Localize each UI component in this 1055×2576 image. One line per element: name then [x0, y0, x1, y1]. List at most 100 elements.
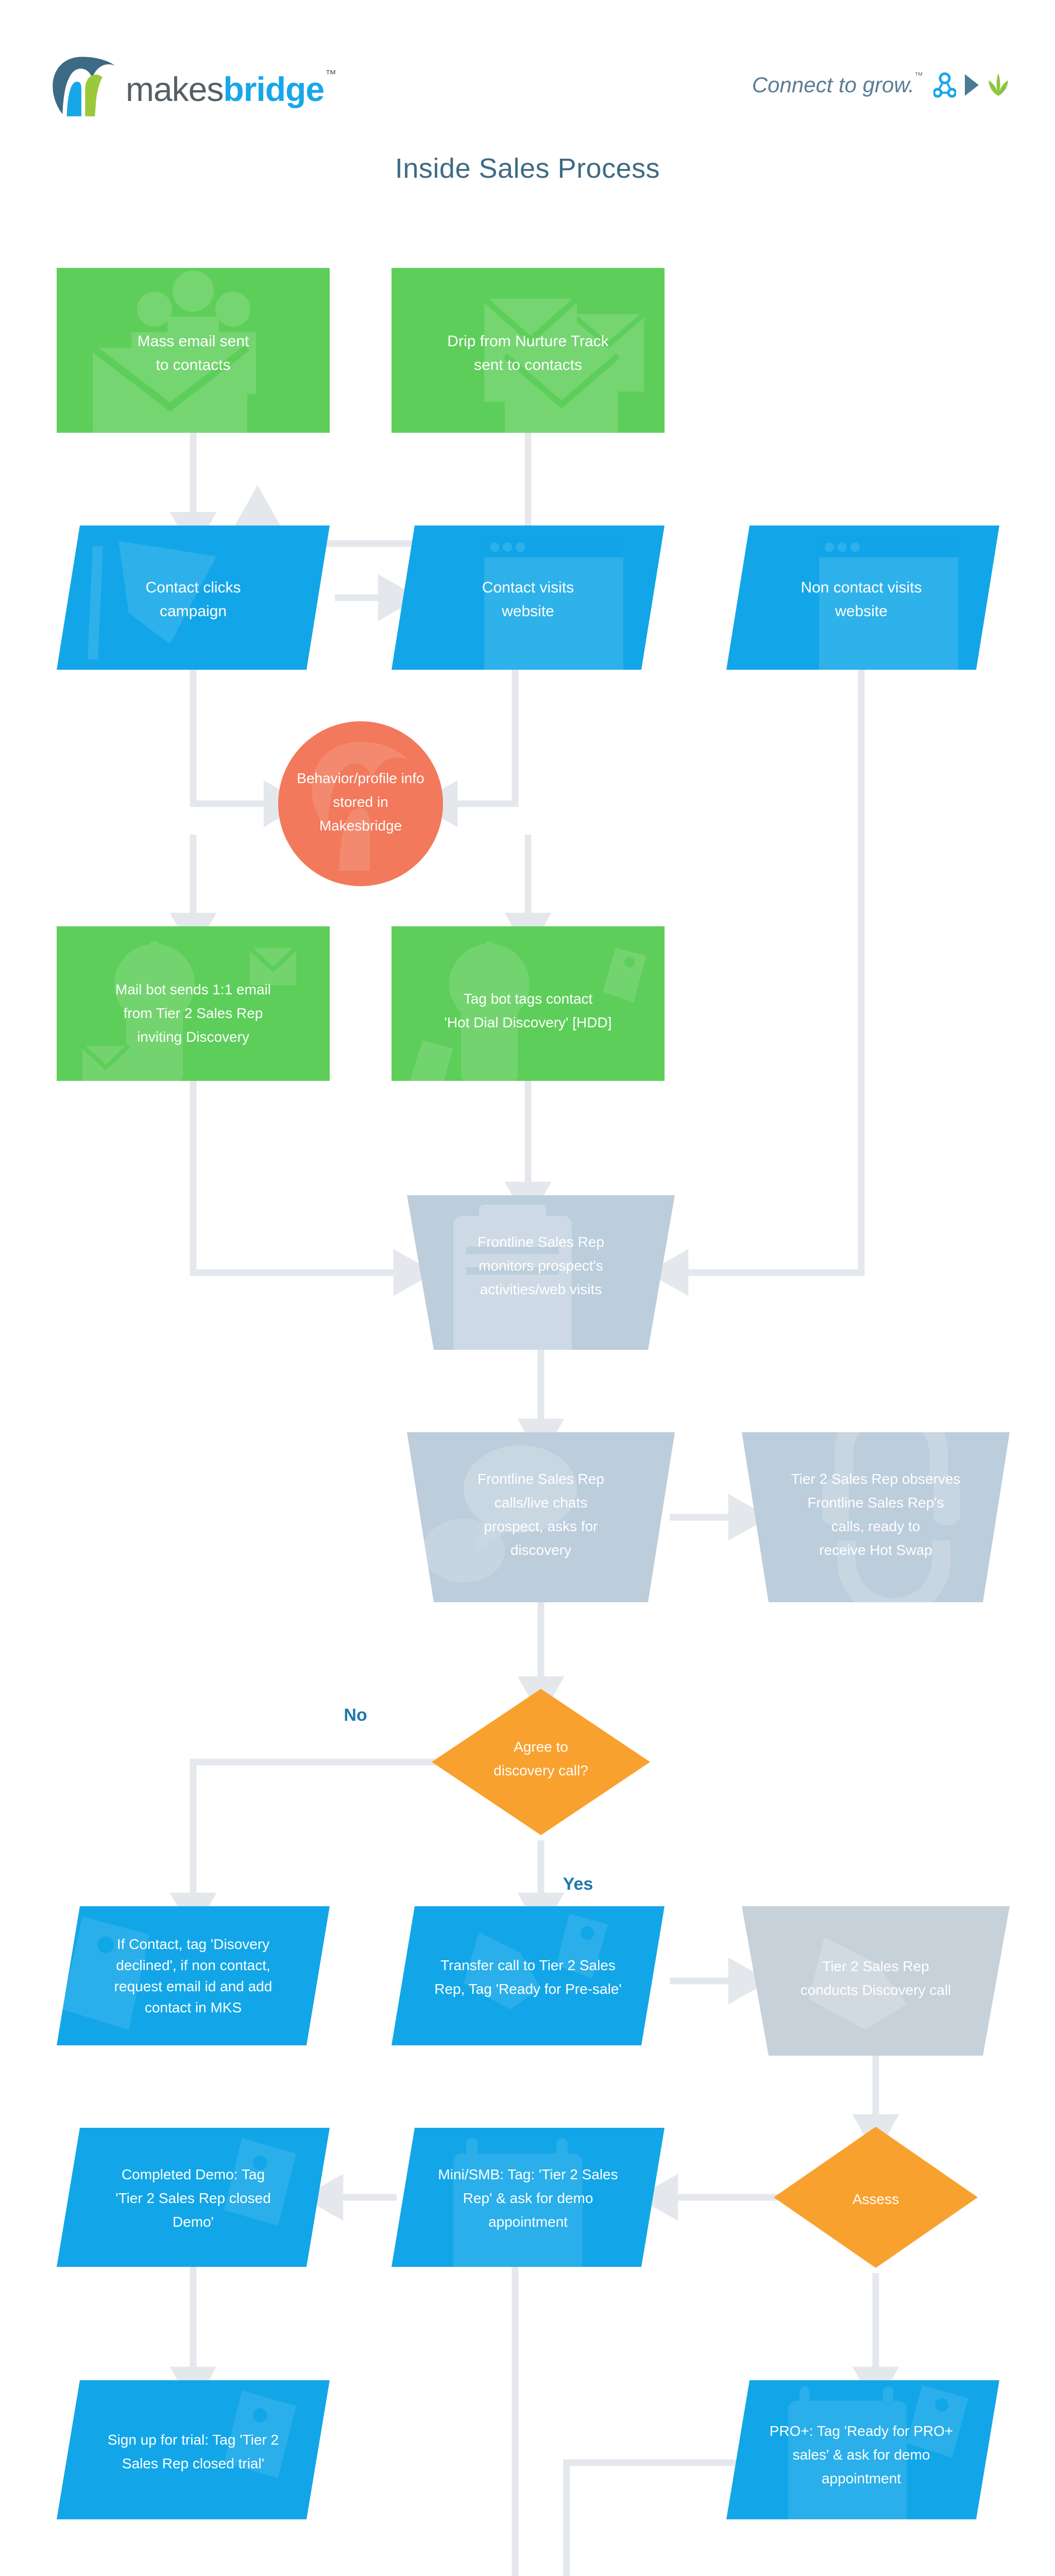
node-text-line: campaign: [160, 603, 227, 620]
brand-trademark: ™: [325, 67, 336, 80]
node-text-line: discovery call?: [494, 1762, 588, 1778]
node-text-line: appointment: [822, 2470, 901, 2486]
node-frontline-monitor[interactable]: Frontline Sales Rep monitors prospect's …: [407, 1195, 675, 1365]
node-text-line: discovery: [511, 1542, 571, 1558]
node-behavior-store-1[interactable]: Behavior/profile info stored in Makesbri…: [278, 721, 443, 886]
brand-makes: makes: [126, 70, 224, 108]
node-text-line: Drip from Nurture Track: [447, 333, 609, 350]
node-text-line: Frontline Sales Rep's: [807, 1495, 944, 1511]
node-text-line: Frontline Sales Rep: [478, 1471, 604, 1487]
node-signup-trial[interactable]: Sign up for trial: Tag 'Tier 2 Sales Rep…: [57, 2380, 330, 2519]
node-text-line: Rep, Tag 'Ready for Pre-sale': [434, 1981, 621, 1997]
branch-label-agree-no: No: [344, 1705, 367, 1725]
page-header: makesbridge™ Connect to grow.™: [0, 0, 1055, 184]
robot-tag-icon: [410, 941, 646, 1081]
brand-bridge: bridge: [223, 70, 325, 108]
connector-proplus-to-date-time: [563, 2459, 752, 2576]
branch-label-agree-yes: Yes: [563, 1874, 593, 1894]
node-text-line: request email id and add: [114, 1978, 273, 1994]
clipboard-icon: [453, 1205, 572, 1350]
node-text-line: Makesbridge: [319, 818, 402, 834]
brand-wordmark: makesbridge™: [126, 69, 336, 108]
chat-bubbles-icon: [422, 1445, 577, 1583]
node-text-line: monitors prospect's: [479, 1258, 603, 1274]
node-pro-plus-tag[interactable]: PRO+: Tag 'Ready for PRO+ sales' & ask f…: [726, 2380, 999, 2530]
makesbridge-watermark-icon: [312, 742, 407, 871]
cursor-click-icon: [88, 541, 216, 659]
node-text-line: receive Hot Swap: [819, 1542, 932, 1558]
node-transfer-call[interactable]: Transfer call to Tier 2 Sales Rep, Tag '…: [392, 1906, 665, 2045]
connector-noncontact-to-frontline-monitor: [646, 670, 865, 1296]
node-text-line: declined', if non contact,: [116, 1957, 270, 1973]
connector-mail-bot-to-frontline-monitor: [190, 1081, 435, 1296]
people-envelope-icon: [90, 270, 256, 433]
node-text-line: Tier 2 Sales Rep observes: [791, 1471, 961, 1487]
node-text-line: conducts Discovery call: [801, 1982, 951, 1998]
node-text-line: Transfer call to Tier 2 Sales: [440, 1957, 616, 1973]
tagline-words: Connect to grow.: [752, 73, 914, 97]
browser-www-icon: www: [484, 536, 623, 670]
node-text-line: Demo': [173, 2214, 214, 2230]
node-text-line: Mini/SMB: Tag: 'Tier 2 Sales: [438, 2166, 618, 2182]
calendar-icon: [453, 2138, 582, 2267]
node-text-line: 'Tier 2 Sales Rep closed: [115, 2190, 271, 2206]
page-title: Inside Sales Process: [395, 153, 660, 184]
node-text-line: Assess: [853, 2191, 899, 2207]
node-text-line: If Contact, tag 'Disovery: [117, 1936, 269, 1952]
node-tier2-discovery[interactable]: Tier 2 Sales Rep conducts Discovery call: [742, 1906, 1010, 2056]
node-text-line: Mass email sent: [138, 333, 249, 350]
node-contact-visits[interactable]: www Contact visits website: [392, 526, 665, 680]
node-text-line: 'Hot Dial Discovery' [HDD]: [445, 1014, 612, 1030]
connector-contact-clicks-to-behavior: [190, 670, 305, 827]
node-text-line: Behavior/profile info: [297, 770, 424, 786]
node-frontline-calls[interactable]: Frontline Sales Rep calls/live chats pro…: [407, 1432, 675, 1602]
node-text-line: website: [835, 603, 888, 620]
connector-agree-no-to-declined: [169, 1758, 449, 1935]
tag-icon: [224, 2138, 296, 2226]
calendar-tag-icon: [788, 2385, 968, 2519]
node-mass-email[interactable]: Mass email sent to contacts: [57, 268, 330, 459]
node-text-line: Tier 2 Sales Rep: [822, 1958, 929, 1974]
tagline-text: Connect to grow.™: [752, 71, 923, 97]
node-mail-bot-1[interactable]: Mail bot sends 1:1 email from Tier 2 Sal…: [57, 926, 330, 1082]
node-assess[interactable]: Assess: [774, 2127, 978, 2268]
robot-envelope-icon: [80, 941, 298, 1081]
node-text-line: from Tier 2 Sales Rep: [124, 1005, 263, 1021]
headset-icon: [822, 1432, 960, 1602]
node-text-line: Completed Demo: Tag: [122, 2166, 265, 2182]
play-triangle-icon: [965, 74, 979, 96]
node-contact-clicks[interactable]: Contact clicks campaign: [57, 526, 330, 670]
node-text-line: PRO+: Tag 'Ready for PRO+: [770, 2423, 954, 2439]
node-text-line: Frontline Sales Rep: [478, 1234, 604, 1250]
node-mini-smb-tag[interactable]: Mini/SMB: Tag: 'Tier 2 Sales Rep' & ask …: [392, 2128, 665, 2287]
tagline-trademark: ™: [914, 71, 923, 80]
tag-icon: [224, 2391, 296, 2478]
node-text-line: contact in MKS: [145, 1999, 242, 2015]
browser-www-icon: www: [819, 536, 958, 670]
node-text-line: prospect, asks for: [484, 1518, 598, 1534]
makesbridge-mark-icon: [53, 57, 114, 116]
node-text-line: website: [501, 603, 554, 620]
node-tier2-observes[interactable]: Tier 2 Sales Rep observes Frontline Sale…: [742, 1396, 1010, 1618]
handshake-icon: [809, 1937, 907, 2030]
node-tag-bot[interactable]: Tag bot tags contact 'Hot Dial Discovery…: [392, 926, 665, 1092]
node-drip-nurture[interactable]: Drip from Nurture Track sent to contacts: [392, 268, 665, 459]
leaf-icon: [989, 73, 1008, 96]
node-discovery-declined[interactable]: If Contact, tag 'Disovery declined', if …: [57, 1906, 330, 2045]
node-completed-demo[interactable]: Completed Demo: Tag 'Tier 2 Sales Rep cl…: [57, 2128, 330, 2267]
connector-contact-visits-to-behavior: [416, 670, 519, 827]
node-noncontact-visits[interactable]: www Non contact visits website: [726, 526, 999, 680]
node-text-line: appointment: [488, 2214, 568, 2230]
handshake-tag-icon: [464, 1914, 608, 2009]
node-text-line: Tag bot tags contact: [464, 991, 593, 1007]
node-text-line: stored in: [333, 794, 388, 810]
node-text-line: to contacts: [156, 357, 230, 374]
envelopes-icon: [482, 296, 646, 433]
brand-logo: makesbridge™: [49, 55, 336, 120]
node-agree-discovery[interactable]: Agree to discovery call?: [432, 1689, 650, 1835]
tag-icon: [62, 1917, 149, 2030]
node-text-line: Agree to: [514, 1739, 568, 1755]
node-text-line: Mail bot sends 1:1 email: [115, 981, 271, 997]
node-text-line: Contact clicks: [145, 579, 241, 596]
